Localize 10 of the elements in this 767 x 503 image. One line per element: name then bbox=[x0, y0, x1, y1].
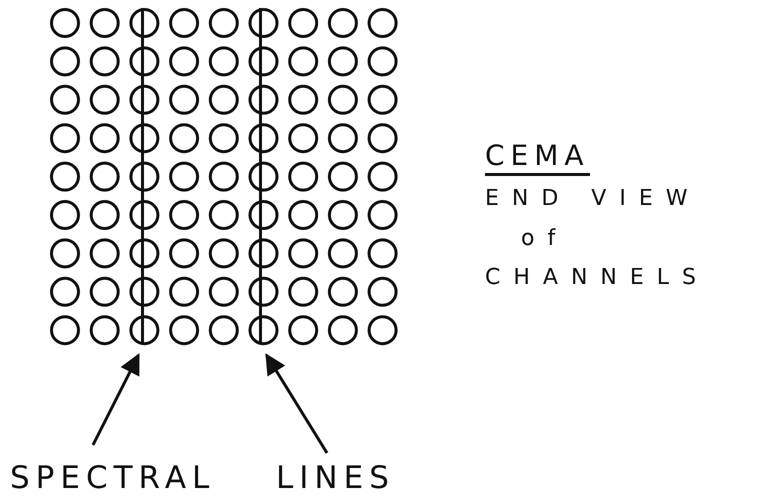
arrow bbox=[92, 353, 140, 446]
caption-text: END VIEW bbox=[485, 186, 700, 212]
caption-text: CHANNELS bbox=[485, 265, 709, 291]
title: CEMA bbox=[485, 141, 590, 176]
callout-label: SPECTRAL bbox=[10, 460, 216, 496]
spectral-line bbox=[141, 8, 144, 344]
arrow bbox=[265, 353, 328, 454]
spectral-line bbox=[259, 8, 262, 344]
caption-text: of bbox=[521, 226, 568, 252]
callout-label: LINES bbox=[276, 460, 395, 496]
